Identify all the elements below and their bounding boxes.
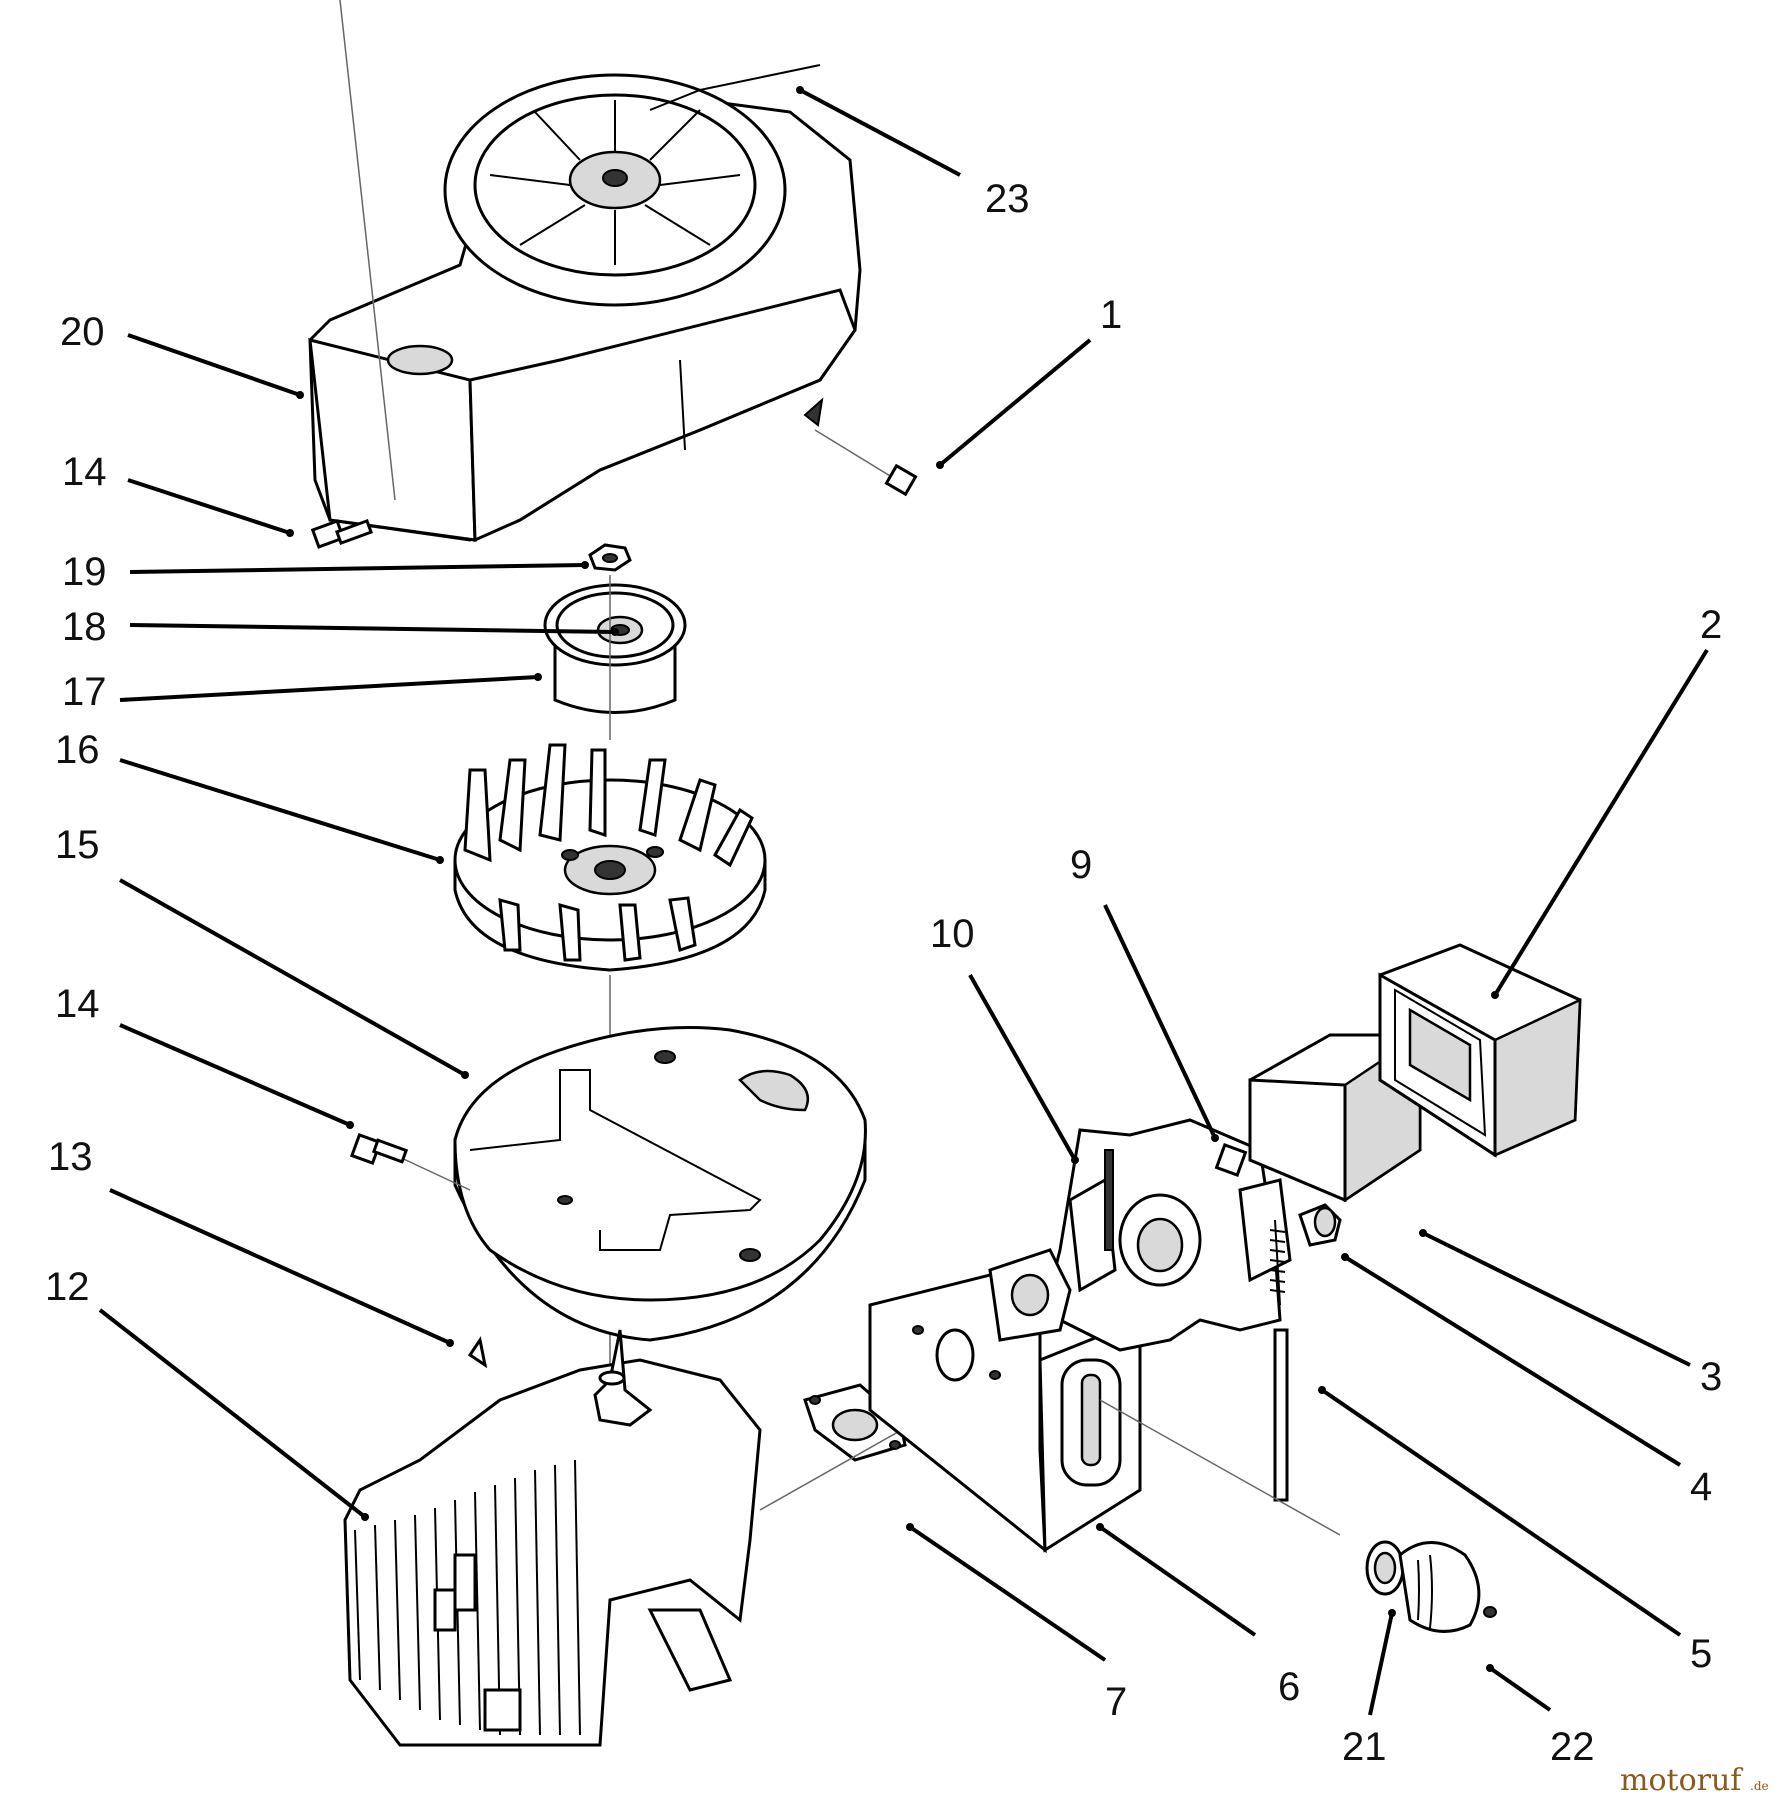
leader-2 xyxy=(1493,648,1709,997)
filter-cover-part-2 xyxy=(1378,943,1582,1158)
leader-16 xyxy=(119,758,441,862)
label-20: 20 xyxy=(60,310,105,354)
leader-9 xyxy=(1103,904,1217,1139)
label-9: 9 xyxy=(1070,843,1092,887)
label-21: 21 xyxy=(1342,1725,1387,1769)
label-23: 23 xyxy=(985,177,1030,221)
carburetor-part-10 xyxy=(988,1118,1292,1352)
primer-retainer-part-21 xyxy=(1365,1540,1405,1596)
label-16: 16 xyxy=(55,728,100,772)
base-plate-part-15 xyxy=(453,1026,867,1342)
leader-10 xyxy=(968,974,1077,1161)
screw-part-14-lower xyxy=(349,1132,471,1191)
leader-1 xyxy=(938,338,1092,467)
label-17: 17 xyxy=(62,670,107,714)
leader-17 xyxy=(119,675,539,702)
label-19: 19 xyxy=(62,550,107,594)
label-6: 6 xyxy=(1278,1665,1300,1709)
leader-21 xyxy=(1368,1612,1394,1716)
leader-18 xyxy=(129,623,616,634)
part-number-labels: 23 20 1 14 19 18 17 16 15 14 13 12 10 9 … xyxy=(45,177,1722,1769)
leader-4 xyxy=(1343,1255,1682,1467)
screw-part-1 xyxy=(814,429,918,497)
key-part-13 xyxy=(467,1336,488,1369)
leader-3 xyxy=(1422,1231,1691,1367)
screw-part-9 xyxy=(1214,1143,1248,1177)
leader-23 xyxy=(799,88,961,177)
engine-block-part-12 xyxy=(343,1329,762,1747)
label-14-lower: 14 xyxy=(55,982,100,1026)
leader-19 xyxy=(129,563,586,574)
blower-housing-part-20 xyxy=(308,64,862,543)
leader-7 xyxy=(908,1525,1107,1662)
label-4: 4 xyxy=(1690,1465,1712,1509)
leader-20 xyxy=(127,333,301,397)
label-3: 3 xyxy=(1700,1355,1722,1399)
label-15: 15 xyxy=(55,823,100,867)
leader-13 xyxy=(109,1188,451,1345)
label-5: 5 xyxy=(1690,1632,1712,1676)
label-12: 12 xyxy=(45,1265,90,1309)
screw-part-14-upper xyxy=(310,0,396,549)
label-7: 7 xyxy=(1105,1680,1127,1724)
nut-part-19 xyxy=(588,543,632,572)
label-13: 13 xyxy=(48,1135,93,1179)
plug-part-4 xyxy=(1298,1203,1342,1247)
leader-lines xyxy=(98,86,1709,1716)
leader-15 xyxy=(119,878,466,1077)
flywheel-part-16 xyxy=(453,743,767,972)
leader-14-upper xyxy=(127,478,291,535)
label-10: 10 xyxy=(930,912,975,956)
leader-6 xyxy=(1098,1525,1257,1637)
leader-14-lower xyxy=(119,1023,351,1127)
label-2: 2 xyxy=(1700,603,1722,647)
label-1: 1 xyxy=(1100,293,1122,337)
primer-bulb-part-22 xyxy=(1398,1541,1497,1633)
watermark-suffix: .de xyxy=(1750,1779,1769,1793)
leader-12 xyxy=(98,1308,367,1519)
air-filter-part-3 xyxy=(1248,1032,1422,1203)
watermark-text: motoruf xyxy=(1620,1763,1743,1798)
leader-22 xyxy=(1488,1666,1552,1712)
label-22: 22 xyxy=(1550,1725,1595,1769)
watermark: motoruf .de xyxy=(1620,1763,1769,1798)
label-14-upper: 14 xyxy=(62,450,107,494)
bracket-part-6 xyxy=(868,1273,1142,1554)
label-18: 18 xyxy=(62,605,107,649)
leader-5 xyxy=(1320,1388,1682,1637)
spring-rod-part-5 xyxy=(1269,1219,1289,1502)
starter-cup-part-17 xyxy=(543,583,687,714)
